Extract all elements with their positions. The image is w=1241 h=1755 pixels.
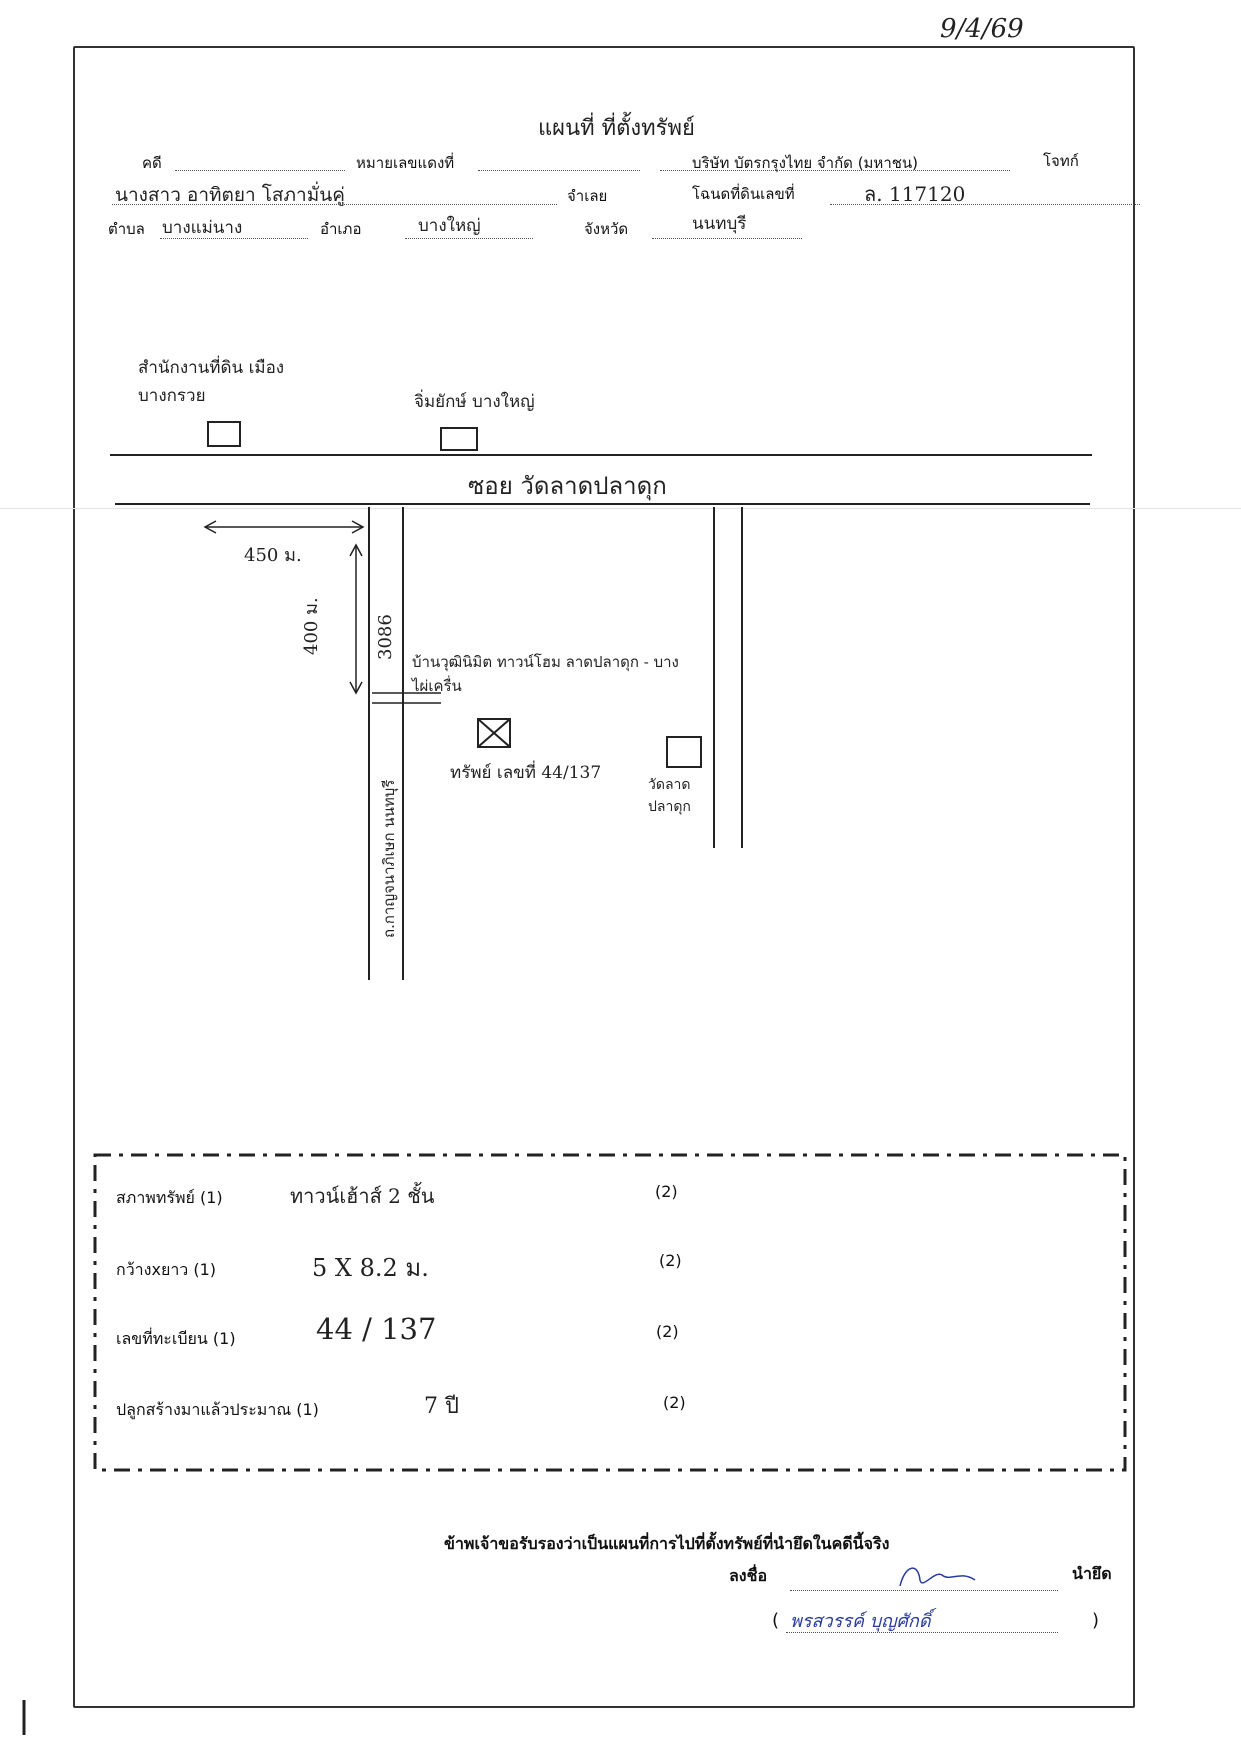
temple-marker [666, 736, 702, 768]
size-value: 5 X 8.2 ม. [312, 1254, 429, 1282]
built-age-value: 7 ปี [424, 1394, 459, 1419]
plaintiff-line [660, 170, 1010, 171]
sign-label: ลงชื่อ [729, 1566, 768, 1585]
signature-stroke [899, 1567, 976, 1587]
arrow-head-right [351, 520, 365, 534]
defendant-name: นางสาว อาทิตยา โสภามั่นคู่ [115, 184, 345, 206]
arrow-head-up [349, 543, 363, 557]
condition-value: ทาวน์เฮ้าส์ 2 ชั้น [290, 1184, 435, 1208]
defendant-line [112, 204, 557, 205]
registration-label: เลขที่ทะเบียน (1) [116, 1329, 236, 1348]
document-title: แผนที่ ที่ตั้งทรัพย์ [538, 116, 695, 141]
distance-h-label: 450 ม. [244, 545, 302, 566]
fold-line [0, 508, 1241, 509]
built-age-2-label: (2) [663, 1393, 686, 1412]
date-stamp: 9/4/69 [940, 14, 1024, 44]
case-label: คดี [142, 154, 162, 172]
subdistrict-line [160, 238, 308, 239]
registration-value: 44 / 137 [316, 1312, 437, 1346]
arrow-head-down [349, 681, 363, 695]
landmark-1-marker [207, 421, 241, 447]
district-label: อำเภอ [320, 220, 362, 238]
province-label: จังหวัด [584, 220, 629, 238]
built-age-label: ปลูกสร้างมาแล้วประมาณ (1) [116, 1400, 319, 1419]
open-paren: ( [772, 1610, 780, 1631]
district-line [405, 238, 533, 239]
property-marker-x2 [477, 718, 511, 748]
plaintiff-name: บริษัท บัตรกรุงไทย จำกัด (มหาชน) [692, 154, 919, 172]
detail-box [93, 1153, 1127, 1472]
deed-line [830, 204, 1140, 205]
document-frame [73, 46, 1135, 1708]
landmark-2-marker [440, 427, 478, 451]
temple-label: วัดลาดปลาดุก [648, 777, 691, 815]
signature-line [790, 1590, 1058, 1591]
case-line [175, 170, 345, 171]
size-label: กว้างxยาว (1) [116, 1260, 217, 1279]
red-case-line [478, 170, 640, 171]
property-label: ทรัพย์ เลขที่ 44/137 [450, 763, 602, 783]
deed-number: ล. 117120 [864, 182, 966, 206]
district-value: บางใหญ่ [418, 216, 481, 236]
property-marker [477, 718, 511, 748]
province-line [652, 238, 802, 239]
defendant-label: จำเลย [567, 187, 608, 205]
landmark-2-label: จิ่มยักษ์ บางใหญ่ [414, 392, 535, 412]
subdistrict-value: บางแม่นาง [162, 218, 243, 238]
seizer-label: นำยึด [1072, 1564, 1112, 1583]
plaintiff-label: โจทก์ [1043, 152, 1079, 170]
certification-text: ข้าพเจ้าขอรับรองว่าเป็นแผนที่การไปที่ตั้… [444, 1534, 890, 1553]
subdistrict-label: ตำบล [108, 220, 145, 238]
red-case-label: หมายเลขแดงที่ [356, 154, 455, 172]
signer-name-line [786, 1632, 1058, 1633]
deed-label: โฉนดที่ดินเลขที่ [692, 185, 795, 203]
landmark-1-label: สำนักงานที่ดิน เมืองบางกรวย [138, 358, 285, 406]
size-2-label: (2) [659, 1251, 682, 1270]
condition-2-label: (2) [655, 1182, 678, 1201]
province-value: นนทบุรี [692, 214, 747, 234]
main-road-label: ซอย วัดลาดปลาดุก [468, 472, 667, 500]
signer-name: พรสวรรค์ บุญศักดิ์ [790, 1611, 931, 1632]
arrow-head-left [203, 520, 217, 534]
registration-2-label: (2) [656, 1322, 679, 1341]
condition-label: สภาพทรัพย์ (1) [116, 1188, 223, 1207]
close-paren: ) [1092, 1610, 1100, 1631]
village-label: บ้านวุฒินิมิต ทาวน์โฮม ลาดปลาดุก - บางไผ… [412, 653, 679, 695]
